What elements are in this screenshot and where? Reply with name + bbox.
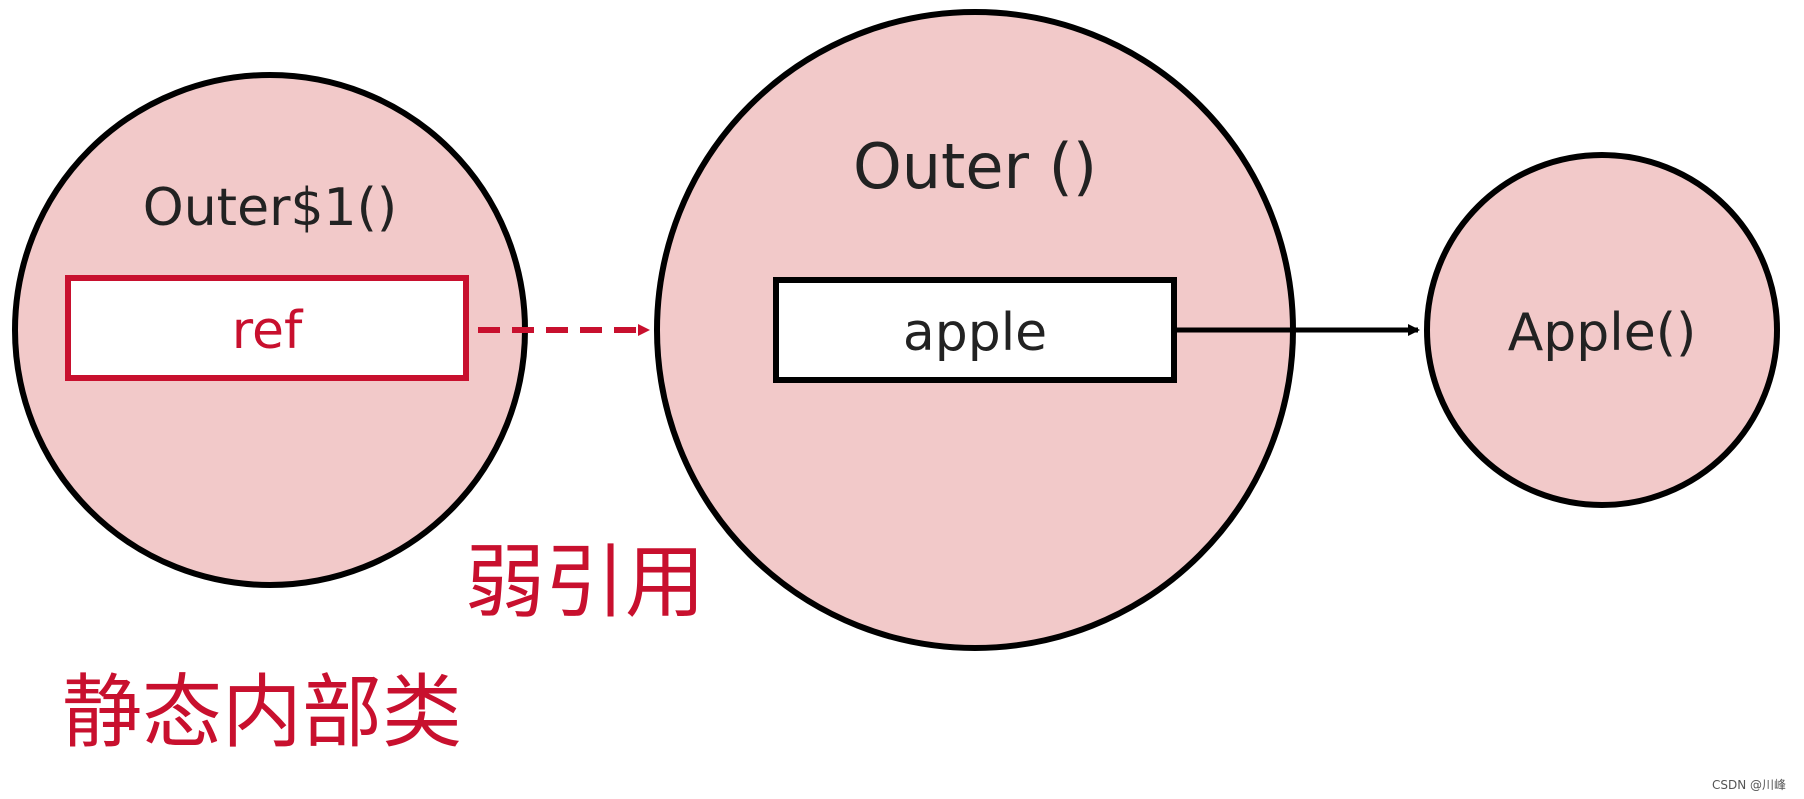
static-inner-class-label: 静态内部类 [62,666,462,759]
node-outer-title: Outer () [853,130,1097,203]
node-apple: Apple() [1424,152,1780,508]
node-apple-circle [1424,152,1780,508]
field-apple-label: apple [903,303,1047,363]
node-outer1-title: Outer$1() [143,178,397,238]
field-ref-label: ref [232,301,304,361]
node-outer1: Outer$1() ref [12,72,528,588]
node-outer: Outer () apple [654,9,1296,651]
field-ref-box [65,275,469,381]
weak-reference-label: 弱引用 [465,536,705,629]
csdn-watermark: CSDN @川峰 [1711,778,1786,792]
node-apple-title: Apple() [1508,303,1697,363]
field-apple-box [773,277,1177,383]
